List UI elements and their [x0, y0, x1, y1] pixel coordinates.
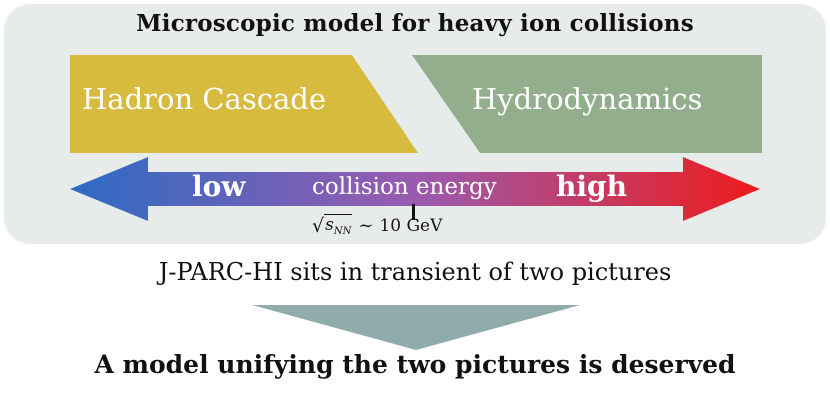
approx-symbol: ~	[358, 215, 374, 236]
energy-marker-formula: √ sNN ~ 10 GeV	[312, 214, 442, 237]
collision-energy-arrow	[70, 157, 760, 221]
panel-title: Microscopic model for heavy ion collisio…	[136, 10, 694, 37]
hydrodynamics-label: Hydrodynamics	[472, 82, 703, 116]
down-arrow	[252, 305, 580, 350]
low-label: low	[192, 170, 246, 203]
conclusion-statement: A model unifying the two pictures is des…	[94, 350, 736, 379]
hadron-cascade-shape	[70, 55, 418, 153]
transient-statement: J-PARC-HI sits in transient of two pictu…	[158, 258, 672, 286]
sqrt-symbol: √	[312, 214, 325, 237]
high-label: high	[556, 170, 627, 203]
energy-marker-tick	[412, 204, 415, 220]
collision-energy-label: collision energy	[312, 174, 497, 200]
hydrodynamics-shape	[412, 55, 762, 153]
radicand: sNN	[324, 214, 353, 237]
energy-value: 10 GeV	[379, 215, 443, 236]
hadron-cascade-label: Hadron Cascade	[82, 82, 326, 116]
